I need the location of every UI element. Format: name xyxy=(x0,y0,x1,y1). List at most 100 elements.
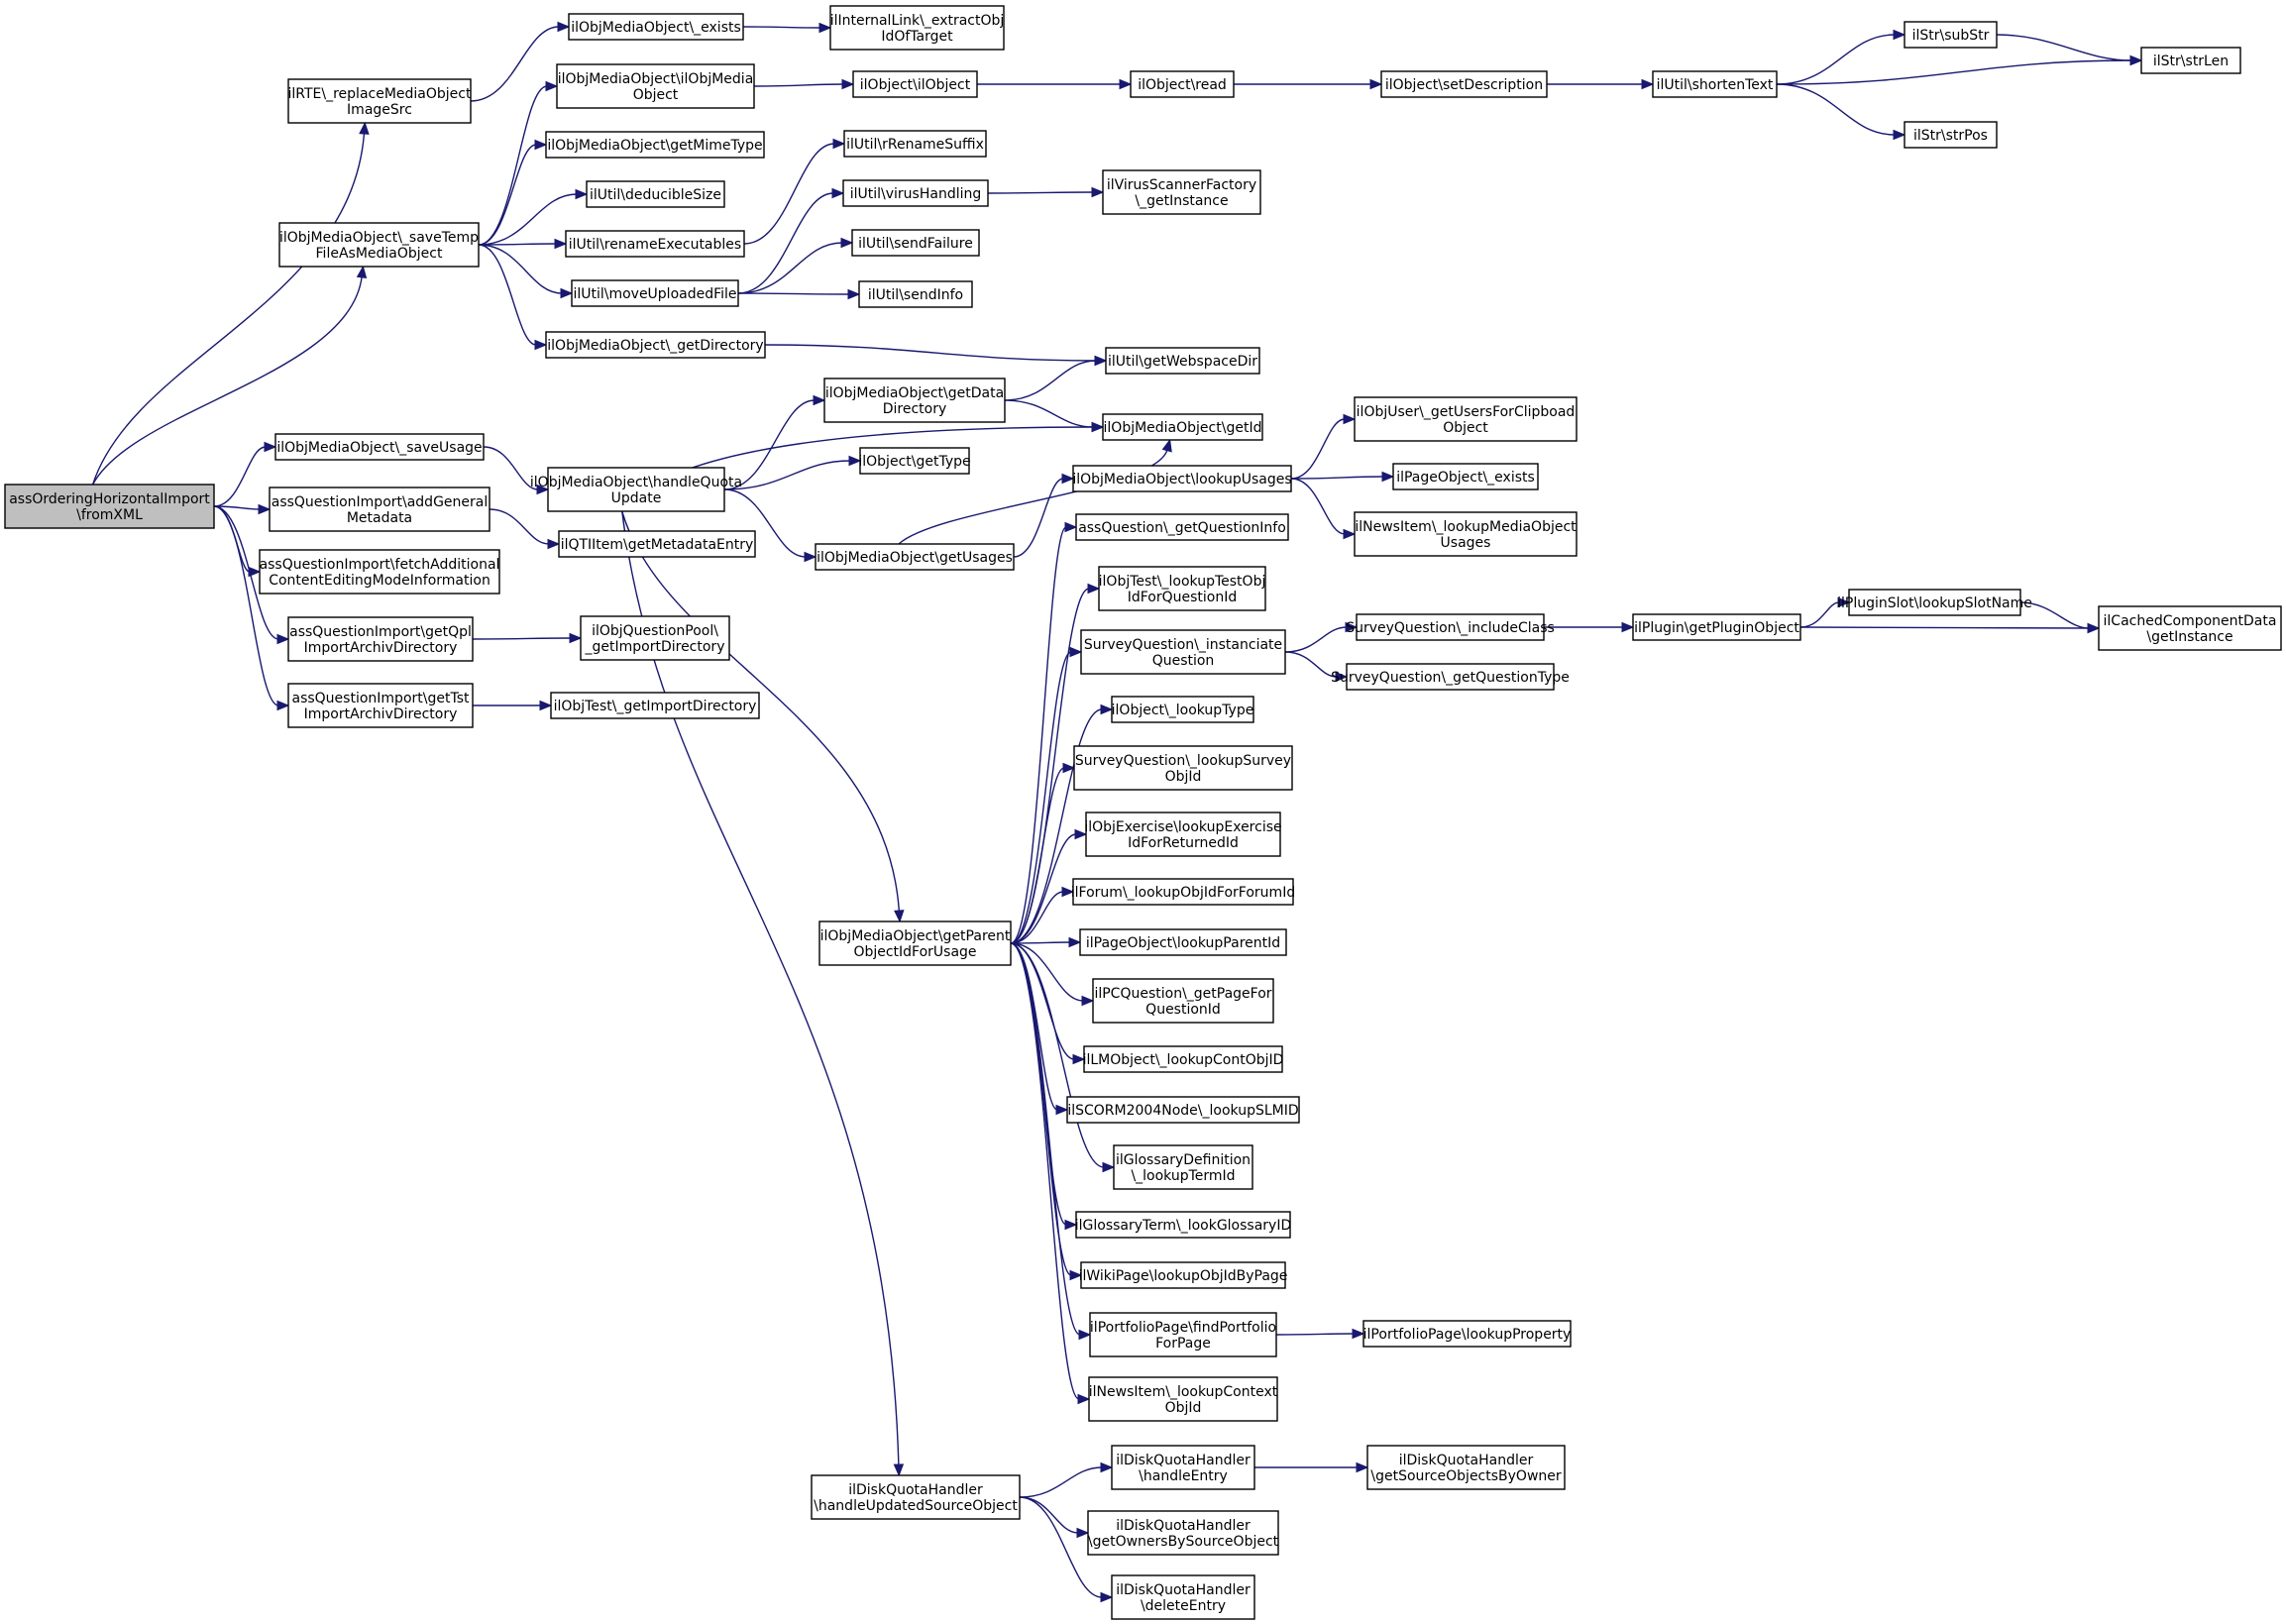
function-node[interactable]: ilUtil\moveUploadedFile xyxy=(571,279,739,307)
function-node[interactable]: ilDiskQuotaHandler\handleUpdatedSourceOb… xyxy=(811,1474,1021,1520)
function-node[interactable]: ilPortfolioPage\lookupProperty xyxy=(1362,1320,1572,1348)
function-node[interactable]: SurveyQuestion\_includeClass xyxy=(1346,613,1555,641)
function-node[interactable]: ilUtil\rRenameSuffix xyxy=(843,130,987,158)
function-node[interactable]: ilPluginSlot\lookupSlotName xyxy=(1837,589,2032,616)
function-node[interactable]: ilDiskQuotaHandler\getOwnersBySourceObje… xyxy=(1087,1510,1279,1556)
call-edge xyxy=(1776,54,2143,85)
call-edge xyxy=(473,700,553,711)
edge-line xyxy=(478,144,537,246)
function-node[interactable]: ilQTIItem\getMetadataEntry xyxy=(558,530,756,558)
node-label: ilPageObject\lookupParentId xyxy=(1086,935,1280,951)
arrow-head-icon xyxy=(1087,583,1101,595)
node-label: ilObjMediaObject\ilObjMedia xyxy=(558,71,754,87)
node-box xyxy=(1080,629,1286,675)
arrow-head-icon xyxy=(1381,471,1395,483)
function-node[interactable]: ilObjQuestionPool\_getImportDirectory xyxy=(580,615,730,661)
node-label: ilObject\getType xyxy=(858,454,970,470)
function-node[interactable]: ilVirusScannerFactory\_getInstance xyxy=(1102,169,1261,215)
edge-line xyxy=(1010,891,1064,944)
edge-line xyxy=(1010,942,1105,1168)
function-node[interactable]: ilStr\strPos xyxy=(1904,121,1998,149)
arrow-head-icon xyxy=(1081,995,1095,1007)
function-node[interactable]: ilObjMediaObject\getId xyxy=(1102,413,1263,441)
function-node[interactable]: ilObjMediaObject\getParentObjectIdForUsa… xyxy=(818,920,1012,966)
function-node[interactable]: ilGlossaryDefinition\_lookupTermId xyxy=(1113,1144,1253,1190)
function-node[interactable]: ilCachedComponentData\getInstance xyxy=(2098,605,2282,651)
function-node[interactable]: ilDiskQuotaHandler\deleteEntry xyxy=(1111,1574,1255,1620)
function-node[interactable]: ilUtil\sendFailure xyxy=(851,229,980,257)
node-label: Directory xyxy=(883,401,947,417)
function-node[interactable]: ilWikiPage\lookupObjIdByPage xyxy=(1079,1261,1288,1289)
arrow-head-icon xyxy=(1076,1527,1090,1539)
node-box xyxy=(811,1474,1021,1520)
function-node[interactable]: ilObject\getType xyxy=(858,447,971,475)
function-node[interactable]: ilUtil\deducibleSize xyxy=(586,180,725,208)
function-node[interactable]: ilPlugin\getPluginObject xyxy=(1632,613,1801,641)
function-node[interactable]: ilLMObject\_lookupContObjID xyxy=(1083,1045,1284,1073)
function-node[interactable]: ilObjMediaObject\getMimeType xyxy=(545,131,765,159)
function-node[interactable]: ilObject\read xyxy=(1130,70,1235,98)
function-node[interactable]: ilObjExercise\lookupExerciseIdForReturne… xyxy=(1084,812,1282,857)
function-node[interactable]: assQuestionImport\getTstImportArchivDire… xyxy=(287,683,474,728)
arrow-head-icon xyxy=(264,441,277,453)
node-box xyxy=(1087,1510,1279,1556)
function-node[interactable]: ilStr\strLen xyxy=(2140,47,2241,74)
function-node[interactable]: ilForum\_lookupObjIdForForumId xyxy=(1071,878,1295,906)
function-node[interactable]: ilUtil\renameExecutables xyxy=(565,230,745,258)
call-edge xyxy=(483,446,550,495)
edge-line xyxy=(92,275,363,486)
function-node[interactable]: ilSCORM2004Node\_lookupSLMID xyxy=(1066,1096,1300,1124)
arrow-head-icon xyxy=(248,566,262,578)
function-node[interactable]: ilObjMediaObject\ilObjMediaObject xyxy=(556,63,755,109)
function-node[interactable]: ilPageObject\_exists xyxy=(1392,463,1539,490)
function-node[interactable]: ilObject\setDescription xyxy=(1380,70,1548,98)
node-box xyxy=(269,487,490,532)
function-node[interactable]: SurveyQuestion\_getQuestionType xyxy=(1331,663,1570,691)
function-node[interactable]: ilPageObject\lookupParentId xyxy=(1079,928,1287,956)
function-node[interactable]: ilObjMediaObject\_getDirectory xyxy=(545,331,766,359)
function-node[interactable]: ilUtil\virusHandling xyxy=(842,179,989,207)
arrow-head-icon xyxy=(893,1463,905,1477)
function-node[interactable]: ilObjMediaObject\_saveUsage xyxy=(274,433,485,461)
call-edge xyxy=(1019,1462,1114,1498)
function-node[interactable]: ilUtil\shortenText xyxy=(1652,70,1778,98)
root-function-node[interactable]: assOrderingHorizontalImport\fromXML xyxy=(4,484,215,529)
arrow-head-icon xyxy=(557,21,571,33)
function-node[interactable]: ilStr\subStr xyxy=(1904,21,1998,49)
node-box xyxy=(1085,812,1281,857)
function-node[interactable]: ilObjMediaObject\lookupUsages xyxy=(1072,465,1292,492)
function-node[interactable]: ilObjMediaObject\_exists xyxy=(568,13,744,41)
function-node[interactable]: assQuestionImport\getQplImportArchivDire… xyxy=(287,616,474,662)
arrow-head-icon xyxy=(534,339,548,351)
function-node[interactable]: ilDiskQuotaHandler\getSourceObjectsByOwn… xyxy=(1366,1445,1566,1490)
function-node[interactable]: ilGlossaryTerm\_lookGlossaryID xyxy=(1075,1211,1292,1239)
function-node[interactable]: ilObject\ilObject xyxy=(852,70,978,98)
node-box xyxy=(1130,70,1235,98)
function-node[interactable]: assQuestion\_getQuestionInfo xyxy=(1075,513,1289,541)
function-node[interactable]: ilDiskQuotaHandler\handleEntry xyxy=(1111,1445,1255,1490)
arrow-head-icon xyxy=(554,238,568,250)
function-node[interactable]: ilObjTest\_getImportDirectory xyxy=(550,692,760,719)
function-node[interactable]: ilObjMediaObject\getUsages xyxy=(815,543,1015,571)
function-node[interactable]: ilObject\_lookupType xyxy=(1111,696,1254,723)
function-node[interactable]: ilUtil\getWebspaceDir xyxy=(1105,347,1260,375)
function-node[interactable]: assQuestionImport\fetchAdditionalContent… xyxy=(259,549,500,595)
function-node[interactable]: ilUtil\sendInfo xyxy=(858,280,973,308)
node-label: ilDiskQuotaHandler xyxy=(1399,1453,1534,1468)
edge-line xyxy=(1004,360,1097,401)
function-node[interactable]: ilObjMediaObject\_saveTempFileAsMediaObj… xyxy=(278,222,480,268)
edge-line xyxy=(1010,708,1103,944)
